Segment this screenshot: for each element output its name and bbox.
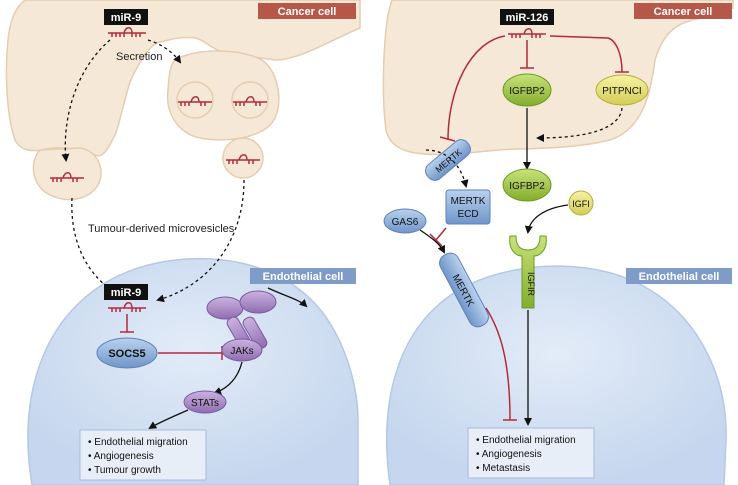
left-endothelial-badge-label: Endothelial cell	[263, 271, 344, 283]
right-endothelial-badge	[626, 268, 732, 284]
left-cancer-badge	[258, 3, 356, 19]
right-igfbp2-secreted-label: IGFBP2	[509, 181, 545, 192]
right-inhibit-outcome	[485, 307, 517, 421]
left-mirna-badge-label: miR-9	[111, 12, 142, 24]
right-mirna-glyph	[508, 28, 546, 38]
right-outcome-box	[467, 427, 595, 479]
right-pitpnc1-label: PITPNCI	[602, 86, 641, 97]
right-gas6-label: GAS6	[392, 217, 419, 228]
right-outcome-1: • Endothelial migration	[476, 435, 576, 446]
right-cancer-badge-label: Cancer cell	[654, 6, 713, 18]
left-outcome-3: • Tumour growth	[88, 465, 161, 476]
left-endothelial-cell	[27, 257, 359, 485]
right-igfi-label: IGFI	[572, 199, 590, 209]
left-mirna-badge-2	[104, 284, 148, 300]
left-arrow-stats-outcome	[148, 409, 189, 430]
left-jaks-label: JAKs	[230, 346, 253, 357]
left-inhibit-socs5	[120, 314, 134, 333]
right-gas6-node	[383, 208, 427, 234]
left-outcome-box	[79, 429, 207, 481]
left-panel: Cancer cell Endothelial cell miR-9 Secre…	[5, 0, 361, 485]
left-vesicle-c	[222, 137, 264, 179]
right-pitpnc1-node	[595, 74, 649, 106]
right-igfbp2-label: IGFBP2	[509, 86, 545, 97]
left-vesicle-b	[231, 81, 269, 119]
left-mirna-glyph-top	[108, 27, 146, 37]
right-mertk-ecd-line1: MERTK	[451, 196, 486, 207]
right-outcome-3: • Metastasis	[476, 463, 530, 474]
right-cancer-badge	[634, 3, 732, 19]
left-budding-vesicle	[32, 147, 102, 201]
right-mertk-membrane: MERTK	[425, 139, 471, 181]
right-igfir-label: IGFIR	[526, 272, 536, 296]
right-igfbp2-node	[502, 73, 552, 107]
right-inhibit-gas6	[429, 227, 447, 247]
left-arrow-jaks-stats	[213, 361, 243, 395]
right-outcome-2: • Angiogenesis	[476, 449, 542, 460]
left-stats-node	[183, 390, 227, 414]
right-arrow-to-igfir	[524, 204, 569, 234]
left-socs5-node	[96, 337, 158, 369]
right-cancer-cell	[382, 0, 734, 156]
right-arrow-pitpnc1-dashed	[536, 107, 623, 142]
right-mertk-ecd-box	[445, 189, 491, 225]
left-socs5-label: SOCS5	[108, 348, 145, 360]
left-cancer-badge-label: Cancer cell	[278, 6, 337, 18]
right-igfi-node	[568, 190, 594, 216]
right-mertk-ecd-line2: ECD	[457, 209, 478, 220]
left-mirna-badge-2-label: miR-9	[111, 287, 142, 299]
left-outcome-1: • Endothelial migration	[88, 437, 188, 448]
left-mirna-glyph-v3	[226, 154, 260, 164]
left-mirna-glyph-v2	[233, 96, 267, 106]
right-igfbp2-secreted-node	[502, 168, 552, 202]
right-arrow-gas6-mertk	[419, 229, 445, 254]
left-mirna-glyph-bud	[50, 172, 84, 182]
left-jaks-node	[221, 338, 263, 362]
left-microvesicles-label: Tumour-derived microvesicles	[88, 223, 235, 235]
left-mirna-glyph-v1	[178, 96, 212, 106]
left-vesicle-a	[176, 81, 214, 119]
left-secretion-label: Secretion	[116, 51, 162, 63]
left-stats-label: STATs	[191, 398, 219, 409]
left-mirna-badge	[104, 9, 148, 25]
right-inhibit-lines	[439, 35, 629, 142]
right-igfir-receptor: IGFIR	[509, 235, 547, 309]
left-outcome-2: • Angiogenesis	[88, 451, 154, 462]
left-endothelial-badge	[250, 268, 356, 284]
right-endothelial-badge-label: Endothelial cell	[639, 271, 720, 283]
right-mirna-badge-label: miR-126	[506, 12, 549, 24]
right-panel: Cancer cell Endothelial cell miR-126 IGF…	[382, 0, 734, 485]
right-mirna-badge	[500, 9, 554, 25]
left-mirna-glyph-endo	[108, 302, 146, 312]
